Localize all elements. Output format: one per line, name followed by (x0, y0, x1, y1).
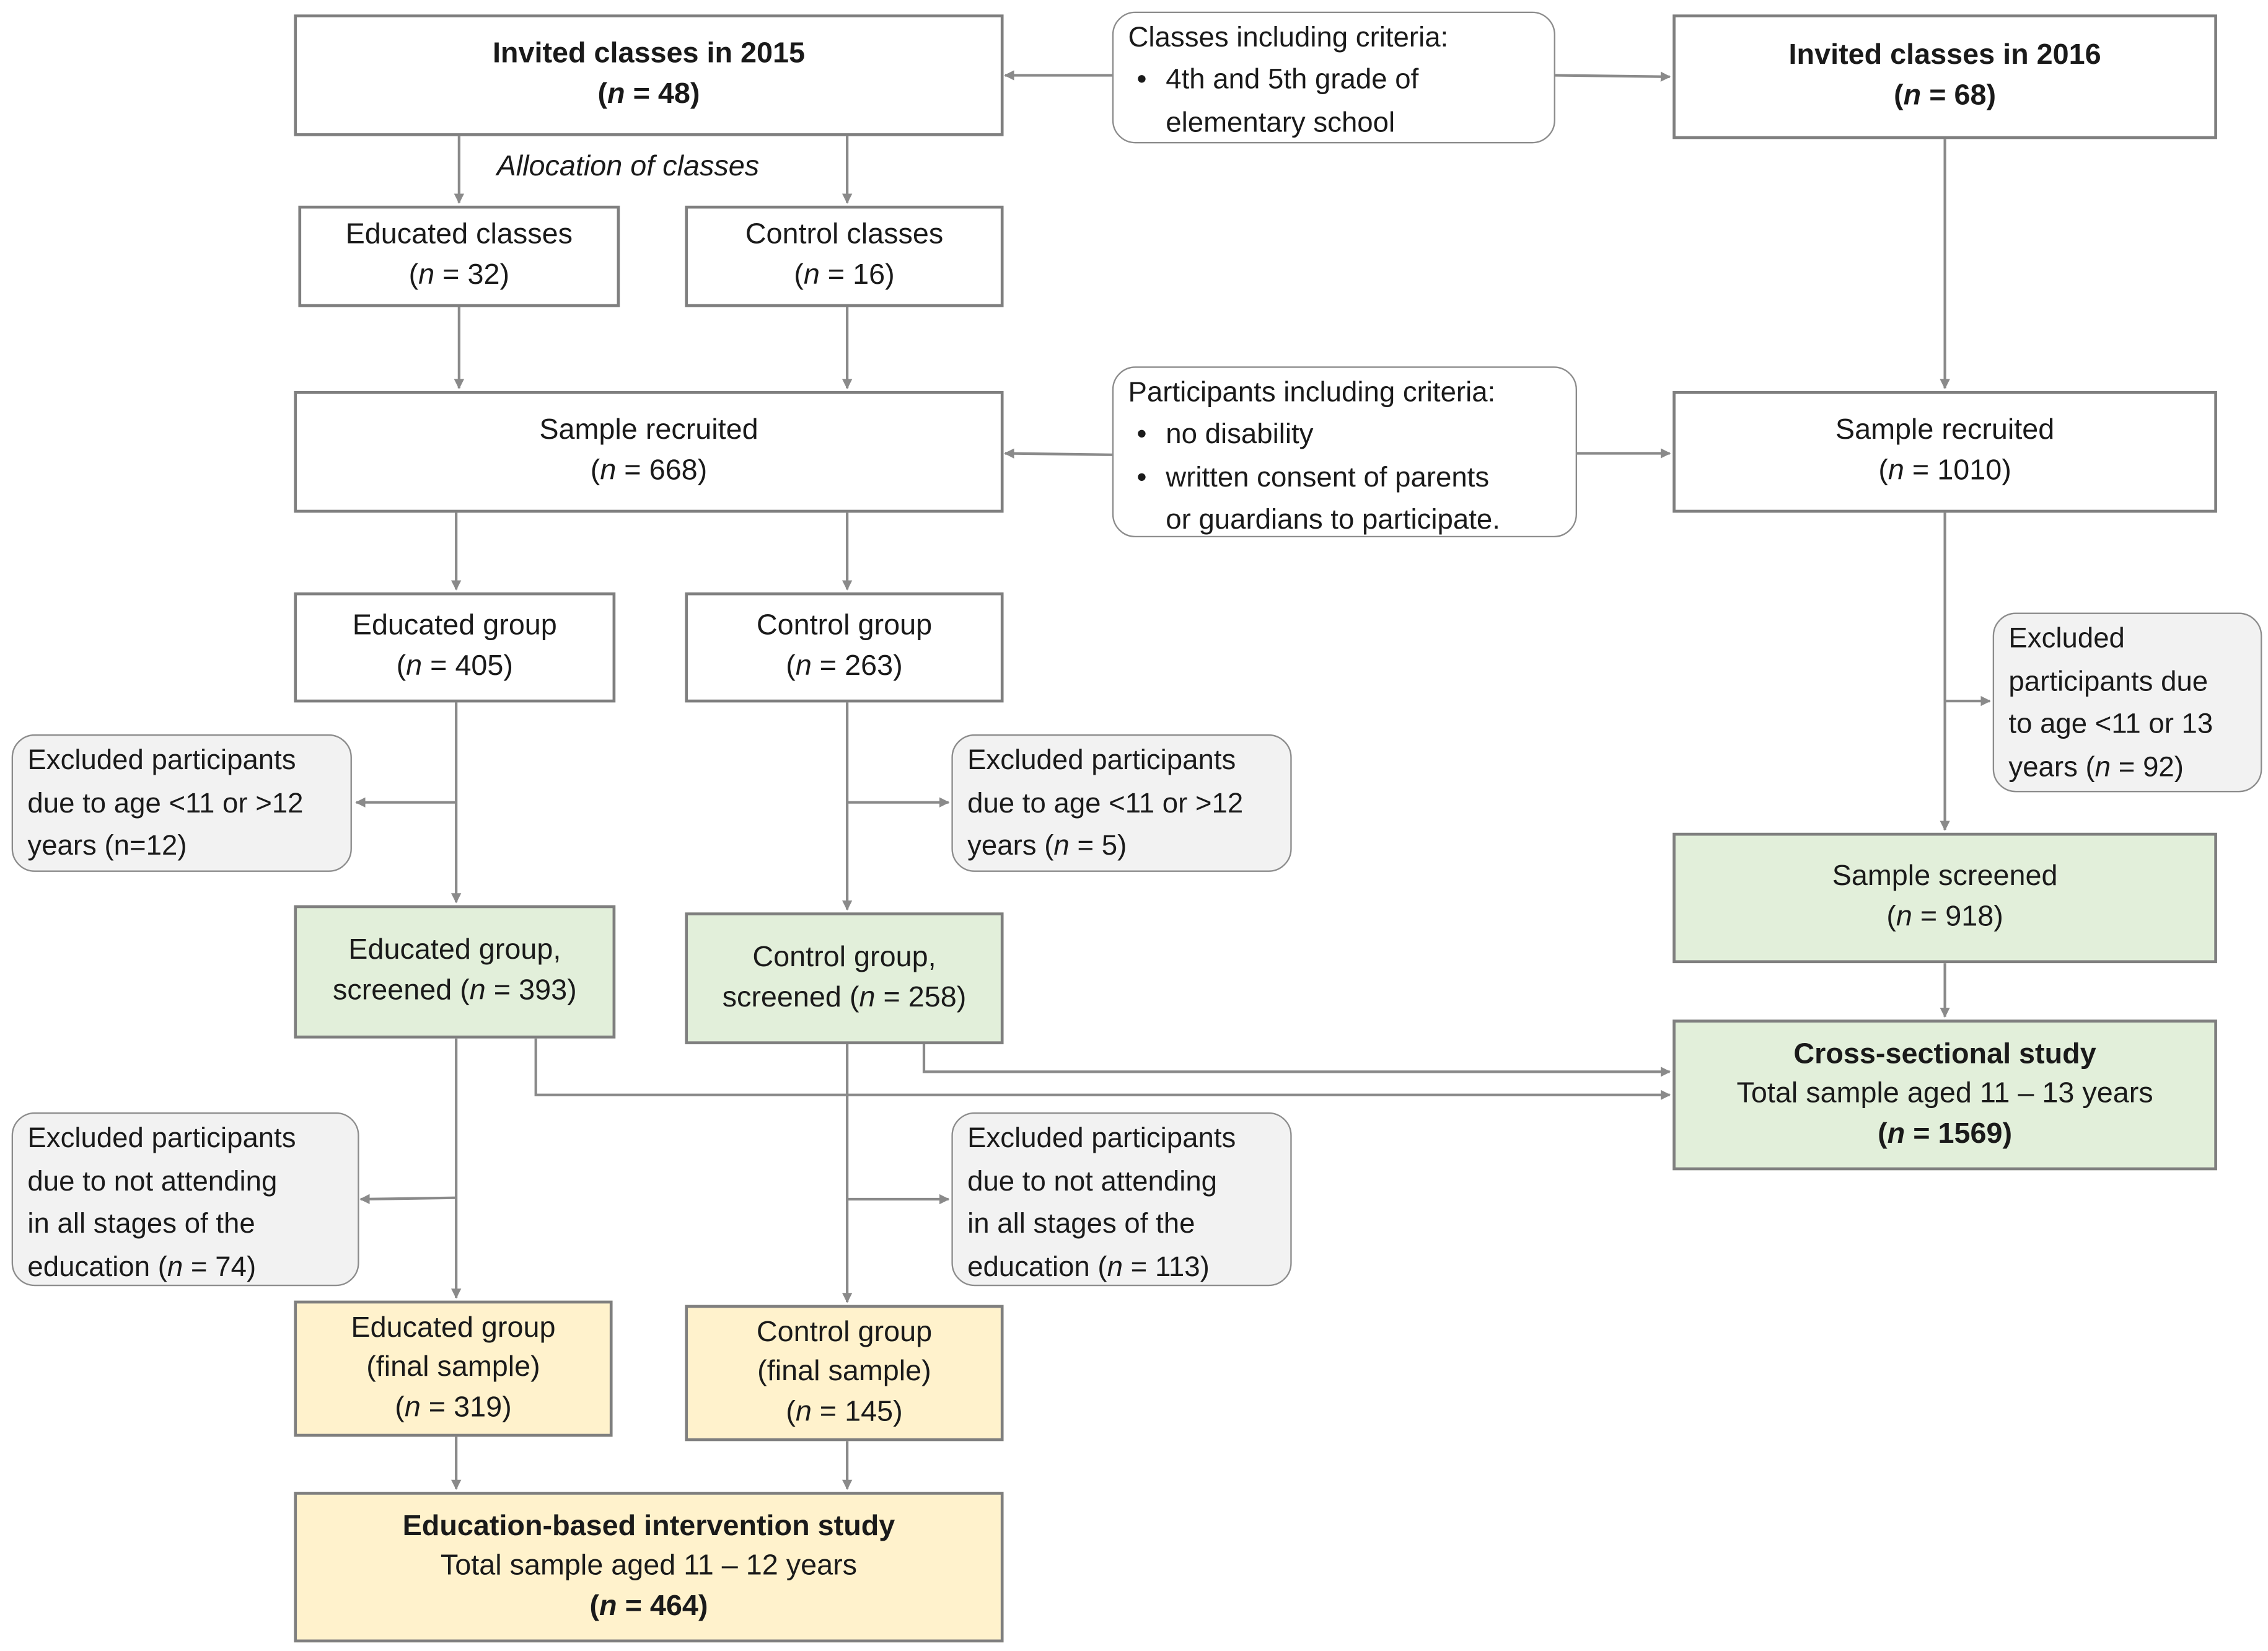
classes-criteria-box: Classes including criteria: 4th and 5th … (1112, 11, 1555, 144)
allocation-label: Allocation of classes (496, 151, 760, 183)
invited-2016-count: (n = 68) (1894, 79, 1997, 112)
educated-screened-line2: screened (n = 393) (332, 974, 577, 1007)
intervention-subtitle: Total sample aged 11 – 12 years (440, 1550, 858, 1582)
invited-2015-count: (n = 48) (597, 78, 700, 110)
screened-2016-title: Sample screened (1832, 861, 2058, 893)
sample-recruited-2016-box: Sample recruited (n = 1010) (1672, 390, 2217, 513)
educated-group-box: Educated group (n = 405) (294, 592, 616, 703)
control-final-count: (n = 145) (786, 1396, 903, 1428)
educated-group-title: Educated group (352, 610, 557, 643)
educated-group-count: (n = 405) (396, 650, 514, 682)
arrow-classes-criteria-to-2016 (1555, 71, 1671, 82)
control-screened-line2: screened (n = 258) (722, 981, 967, 1013)
control-age-exclusion-box: Excluded participants due to age <11 or … (951, 734, 1292, 872)
control-screened-box: Control group, screened (n = 258) (685, 912, 1004, 1044)
control-group-count: (n = 263) (786, 650, 903, 682)
cross-sectional-title: Cross-sectional study (1793, 1037, 2096, 1070)
arrow-educated-attend-exclusion (359, 1194, 457, 1204)
participants-criteria-box: Participants including criteria: no disa… (1112, 366, 1577, 538)
intervention-study-box: Education-based intervention study Total… (294, 1492, 1004, 1643)
control-group-title: Control group (756, 610, 933, 643)
sample-screened-2016-box: Sample screened (n = 918) (1672, 832, 2217, 964)
invited-classes-2015-box: Invited classes in 2015 (n = 48) (294, 14, 1004, 136)
sample-recruited-2015-box: Sample recruited (n = 668) (294, 390, 1004, 513)
intervention-title: Education-based intervention study (402, 1510, 895, 1542)
educated-screened-box: Educated group, screened (n = 393) (294, 905, 616, 1039)
cross-sectional-study-box: Cross-sectional study Total sample aged … (1672, 1019, 2217, 1171)
control-classes-box: Control classes (n = 16) (685, 205, 1004, 307)
educated-screened-line1: Educated group, (348, 935, 561, 967)
arrow-participant-criteria-to-2015 (1004, 448, 1112, 459)
sample-2016-age-exclusion-box: Excluded participants due to age <11 or … (1992, 612, 2262, 793)
invited-2015-title: Invited classes in 2015 (492, 38, 806, 71)
arrow-control-screened-to-cross (922, 1044, 1671, 1077)
educated-final-sample-box: Educated group (final sample) (n = 319) (294, 1300, 613, 1437)
recruited-2016-title: Sample recruited (1835, 415, 2055, 447)
educated-final-count: (n = 319) (395, 1391, 512, 1424)
recruited-2015-title: Sample recruited (539, 415, 758, 447)
cross-sectional-count: (n = 1569) (1878, 1117, 2013, 1150)
invited-2016-title: Invited classes in 2016 (1788, 40, 2101, 72)
control-final-line1: Control group (756, 1316, 933, 1348)
control-group-box: Control group (n = 263) (685, 592, 1004, 703)
control-screened-line1: Control group, (752, 941, 936, 974)
classes-criteria-heading: Classes including criteria: (1128, 22, 1449, 54)
educated-final-line1: Educated group (351, 1311, 556, 1344)
intervention-count: (n = 464) (589, 1590, 708, 1622)
control-attendance-exclusion-box: Excluded participants due to not attendi… (951, 1112, 1292, 1287)
control-classes-title: Control classes (745, 219, 944, 252)
control-classes-count: (n = 16) (794, 259, 895, 291)
educated-attendance-exclusion-box: Excluded participants due to not attendi… (11, 1112, 359, 1287)
educated-classes-box: Educated classes (n = 32) (298, 205, 620, 307)
educated-final-line2: (final sample) (366, 1351, 540, 1384)
educated-classes-count: (n = 32) (408, 259, 510, 291)
educated-age-exclusion-box: Excluded participants due to age <11 or … (11, 734, 352, 872)
cross-sectional-subtitle: Total sample aged 11 – 13 years (1736, 1078, 2153, 1110)
control-final-sample-box: Control group (final sample) (n = 145) (685, 1305, 1004, 1442)
arrow-educated-screened-to-cross (534, 1038, 1671, 1100)
screened-2016-count: (n = 918) (1886, 900, 2003, 933)
educated-classes-title: Educated classes (345, 219, 573, 252)
participants-criteria-item-disability: no disability (1128, 415, 1562, 457)
recruited-2015-count: (n = 668) (590, 454, 708, 487)
invited-classes-2016-box: Invited classes in 2016 (n = 68) (1672, 14, 2217, 139)
control-final-line2: (final sample) (757, 1355, 931, 1388)
participants-criteria-heading: Participants including criteria: (1128, 376, 1496, 409)
recruited-2016-count: (n = 1010) (1878, 454, 2011, 487)
